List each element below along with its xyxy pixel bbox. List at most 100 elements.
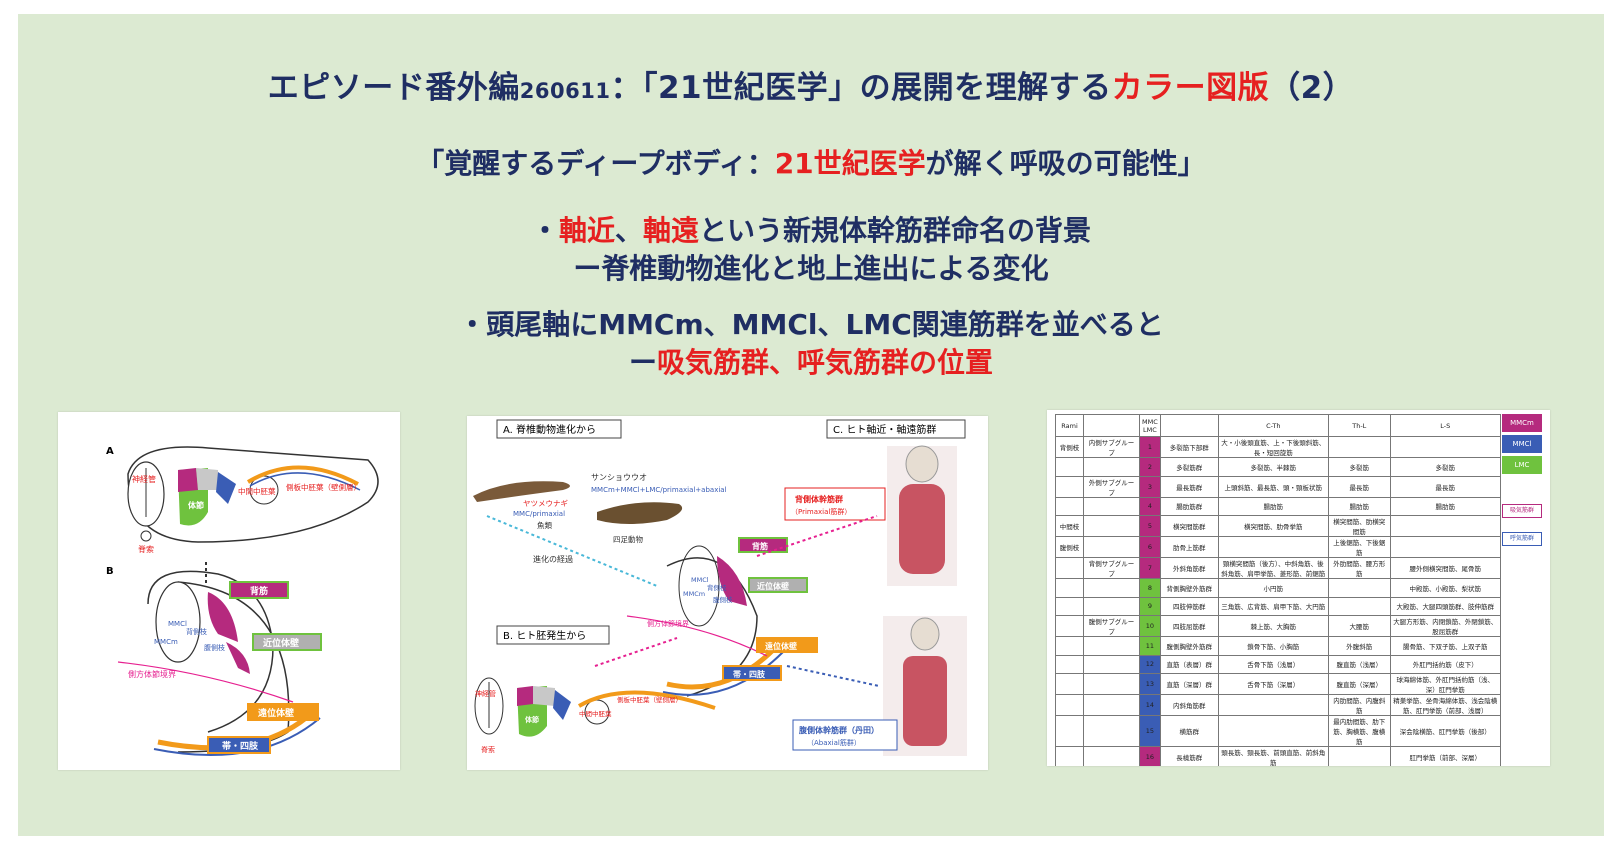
subtitle-highlight: 21世紀医学 <box>774 147 926 180</box>
cell-muscle: 内斜角筋群 <box>1159 694 1219 716</box>
section-a-label: A. 脊椎動物進化から <box>503 423 596 436</box>
cell-c-th <box>1217 715 1329 747</box>
section-b-label: B. ヒト胚発生から <box>503 629 586 642</box>
cell-group: 外側サブグループ <box>1083 475 1140 498</box>
label-intermediate: 中間中胚葉 <box>238 486 276 496</box>
title-number: 260611 <box>519 79 611 103</box>
cell-l-s: 腰外側横突間筋、尾骨筋 <box>1389 557 1501 579</box>
bullet-naming: ・軸近、軸遠という新規体幹筋群命名の背景 ー脊椎動物進化と地上進出による変化 <box>18 212 1604 288</box>
figure-evolution-development: A. 脊椎動物進化から C. ヒト軸近・軸遠筋群 B. ヒト胚発生から サンショ… <box>467 416 988 770</box>
label-dorsal-branch-2: 背側枝 <box>707 583 727 592</box>
cell-c-th: 三角筋、広背筋、肩甲下筋、大円筋 <box>1217 596 1329 616</box>
cell-l-s: 大殿筋、大腿四頭筋群、肢伸筋群 <box>1389 596 1501 616</box>
bullet-naming-text: という新規体幹筋群命名の背景 <box>699 214 1092 247</box>
cell-c-th: 頸横突間筋（後方）、中斜角筋、後斜角筋、肩甲挙筋、菱形筋、前鋸筋 <box>1217 557 1329 579</box>
cell-group <box>1083 654 1140 674</box>
subtitle-close: が解く呼吸の可能性」 <box>925 147 1206 180</box>
bullet-axis-line1: ・頭尾軸にMMCm、MMCl、LMC関連筋群を並べると <box>458 308 1164 341</box>
cell-l-s: 肛門挙筋（前部、深層） <box>1389 746 1501 766</box>
cell-l-s: 腸肋筋 <box>1389 496 1501 516</box>
tag-girdle-limb <box>207 736 271 754</box>
legend-mmcl: MMCl <box>1502 435 1542 453</box>
label-distal-wall-2: 遠位体壁 <box>765 641 797 651</box>
label-distal-wall: 遠位体壁 <box>258 707 294 719</box>
label-somite: 体節 <box>188 500 204 510</box>
tag-proximal-wall <box>252 633 322 651</box>
bullet-marker: ・ <box>530 214 559 247</box>
cell-muscle: 腹側胸壁外筋群 <box>1159 636 1219 656</box>
subtitle-open: 「覚醒するディープボディ： <box>416 147 775 180</box>
cell-th-l: 多裂筋 <box>1327 457 1391 477</box>
label-neural-tube: 神経管 <box>132 474 156 484</box>
label-mmcl: MMCl <box>168 620 187 628</box>
header-mmc-lmc: MMC LMC <box>1139 414 1161 437</box>
cell-group <box>1083 515 1140 537</box>
cell-th-l <box>1327 746 1391 766</box>
cell-c-th: 棘上筋、大胸筋 <box>1217 615 1329 637</box>
bullet-axis: ・頭尾軸にMMCm、MMCl、LMC関連筋群を並べると ー吸気筋群、呼気筋群の位… <box>18 306 1604 382</box>
cell-c-th: 横突間筋、肋骨挙筋 <box>1217 515 1329 537</box>
label-ventral-branch-2: 腹側枝 <box>713 595 733 604</box>
cell-rami <box>1055 475 1084 498</box>
cell-l-s: 深会陰横筋、肛門挙筋（後部） <box>1389 715 1501 747</box>
cell-group <box>1083 746 1140 766</box>
evolution-diagram: A. 脊椎動物進化から C. ヒト軸近・軸遠筋群 B. ヒト胚発生から サンショ… <box>473 419 967 756</box>
label-notochord: 脊索 <box>138 544 154 554</box>
header-l-s: L-S <box>1389 414 1501 437</box>
cell-rami <box>1055 746 1084 766</box>
label-notochord-2: 脊索 <box>481 745 495 754</box>
cell-l-s: 精巣挙筋、坐骨海綿体筋、浅会陰横筋、肛門挙筋（前部、浅層） <box>1389 694 1501 716</box>
section-a-box <box>496 419 622 439</box>
cell-c-th: 腸肋筋 <box>1217 496 1329 516</box>
section-c-label: C. ヒト軸近・軸遠筋群 <box>833 423 936 436</box>
header-th-l: Th-L <box>1327 414 1391 437</box>
title-middle: ：「21世紀医学」の展開を理解する <box>610 70 1112 106</box>
label-salamander: サンショウウオ <box>591 473 647 482</box>
cell-muscle: 四肢屈筋群 <box>1159 615 1219 637</box>
cell-group <box>1083 715 1140 747</box>
tag-proximal-wall-2 <box>748 577 808 593</box>
table-legend: MMCm MMCl LMC 吸気筋群 呼気筋群 <box>1502 414 1542 549</box>
cell-muscle: 外斜角筋群 <box>1159 557 1219 579</box>
cell-number: 14 <box>1139 694 1161 716</box>
label-mmcm: MMCm <box>154 638 178 646</box>
cell-th-l: 内肋間筋、内腹斜筋 <box>1327 694 1391 716</box>
cell-rami: 背側枝 <box>1055 436 1084 458</box>
cell-muscle: 多裂筋下部群 <box>1159 436 1219 458</box>
legend-mmcm: MMCm <box>1502 414 1542 432</box>
cell-l-s <box>1389 515 1501 537</box>
table-header-row: Rami MMC LMC C-Th Th-L L-S <box>1055 414 1501 437</box>
cell-l-s: 多裂筋 <box>1389 457 1501 477</box>
dorsal-group-box <box>784 487 886 521</box>
cell-th-l: 外肋間筋、腰方形筋 <box>1327 557 1391 579</box>
tag-girdle-limb-2 <box>722 665 782 681</box>
cell-rami <box>1055 654 1084 674</box>
legend-inspiration: 吸気筋群 <box>1502 504 1542 518</box>
separator: 、 <box>614 214 643 247</box>
label-neural-tube-2: 神経管 <box>475 689 496 698</box>
cell-c-th: 頭長筋、頸長筋、前頭直筋、前斜角筋 <box>1217 746 1329 766</box>
cell-number: 8 <box>1139 578 1161 598</box>
cell-rami <box>1055 557 1084 579</box>
cell-rami <box>1055 496 1084 516</box>
label-evolution: 進化の経過 <box>533 554 573 564</box>
label-dorsal-branch: 背側枝 <box>186 627 207 636</box>
cell-muscle: 長橈筋群 <box>1159 746 1219 766</box>
cell-number: 13 <box>1139 673 1161 695</box>
tag-back-muscle <box>229 581 289 599</box>
cell-th-l <box>1327 596 1391 616</box>
cell-c-th <box>1217 536 1329 558</box>
cell-c-th: 多裂筋、半棘筋 <box>1217 457 1329 477</box>
cell-rami <box>1055 673 1084 695</box>
cell-th-l <box>1327 578 1391 598</box>
cell-th-l: 外腹斜筋 <box>1327 636 1391 656</box>
cell-muscle: 直筋（表層）群 <box>1159 654 1219 674</box>
cell-group <box>1083 673 1140 695</box>
